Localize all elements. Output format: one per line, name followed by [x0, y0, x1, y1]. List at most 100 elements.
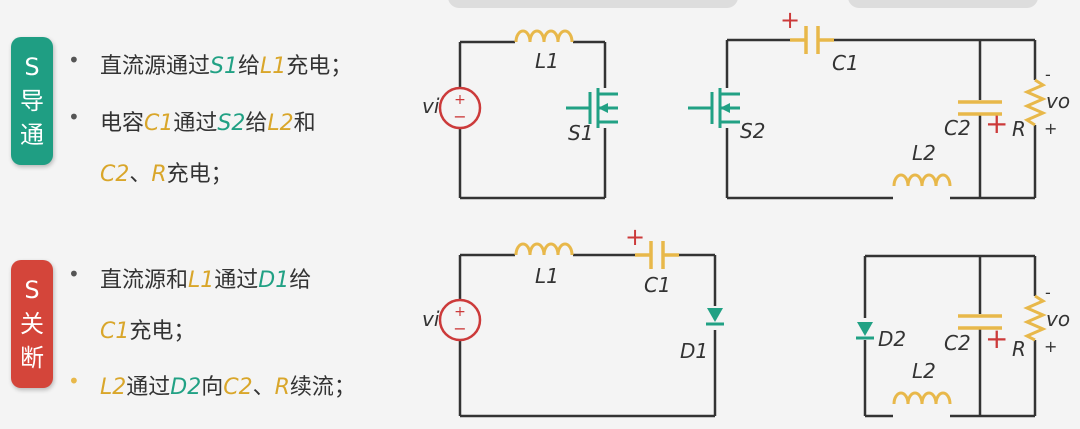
- c2-ref: C2: [223, 375, 253, 400]
- bullet-dot: •: [68, 262, 80, 286]
- text: 、: [252, 375, 275, 400]
- inductor-l1-icon: [514, 29, 574, 44]
- diode-d1-icon: [706, 308, 724, 326]
- resistor-r-icon: [1023, 294, 1047, 342]
- capacitor-c2-icon: [958, 314, 1002, 330]
- text: 充电；: [286, 54, 353, 79]
- tab-on-line3: 通: [20, 121, 44, 149]
- vo-minus: -: [1045, 283, 1051, 302]
- c2-plus: +: [985, 107, 1008, 140]
- label-d2: D2: [878, 327, 906, 351]
- c2-ref: C2: [100, 162, 130, 187]
- svg-text:−: −: [453, 319, 466, 338]
- label-l1: L1: [535, 264, 559, 288]
- label-vo: vo: [1046, 307, 1070, 331]
- mosfet-s1-icon: [566, 88, 618, 128]
- capacitor-c1-icon: [790, 26, 834, 54]
- off-bullet-2: • L2通过D2向C2、R续流；: [68, 369, 356, 401]
- label-c2: C2: [944, 331, 971, 355]
- text: 续流；: [289, 375, 356, 400]
- tab-on-line1: S: [24, 53, 40, 81]
- text: 通过: [126, 375, 171, 400]
- bullet-dot: •: [68, 48, 80, 72]
- d1-ref: D1: [258, 268, 290, 293]
- c1-ref: C1: [144, 111, 174, 136]
- label-c1: C1: [832, 51, 859, 75]
- s1-ref: S1: [210, 54, 238, 79]
- inductor-l1-icon: [514, 242, 574, 257]
- text: 电容: [100, 111, 145, 136]
- tab-off-line1: S: [24, 276, 40, 304]
- on-bullet-2-cont: C2、R充电；: [100, 156, 233, 188]
- s2-ref: S2: [217, 111, 246, 136]
- c1-plus: +: [625, 223, 645, 251]
- label-vo: vo: [1046, 89, 1070, 113]
- switch-on-tab: S 导 通: [11, 37, 53, 165]
- circuit-off-output: [863, 254, 1037, 418]
- text: 和: [293, 111, 316, 136]
- text: 直流源通过: [100, 54, 211, 79]
- bullet-dot: •: [68, 369, 80, 393]
- mosfet-s2-icon: [688, 88, 740, 128]
- top-scroll-indicator-right: [848, 0, 1038, 8]
- svg-text:+: +: [454, 92, 466, 108]
- svg-text:+: +: [454, 304, 466, 320]
- svg-text:−: −: [453, 107, 466, 126]
- resistor-r-icon: [1023, 78, 1047, 127]
- label-vi: vi: [422, 307, 440, 331]
- tab-on-line2: 导: [20, 87, 44, 115]
- label-c1: C1: [644, 273, 671, 297]
- top-scroll-indicator-left: [448, 0, 738, 8]
- label-r: R: [1012, 117, 1026, 141]
- label-vi: vi: [422, 94, 440, 118]
- d2-ref: D2: [170, 375, 202, 400]
- text: 充电；: [166, 162, 233, 187]
- text: 充电；: [129, 319, 196, 344]
- label-c2: C2: [944, 116, 971, 140]
- voltage-source-icon: + −: [438, 86, 482, 130]
- text: 给: [237, 54, 260, 79]
- on-bullet-1: • 直流源通过S1给L1充电；: [68, 48, 352, 80]
- l2-ref: L2: [267, 111, 294, 136]
- off-description: • 直流源和L1通过D1给 C1充电； • L2通过D2向C2、R续流；: [68, 262, 408, 412]
- vo-minus: -: [1045, 65, 1051, 84]
- text: 给: [289, 268, 312, 293]
- on-description: • 直流源通过S1给L1充电； • 电容C1通过S2给L2和 C2、R充电；: [68, 48, 408, 188]
- off-bullet-1: • 直流源和L1通过D1给: [68, 262, 311, 294]
- capacitor-c1-icon: [635, 241, 679, 269]
- label-l1: L1: [535, 49, 559, 73]
- l2-ref: L2: [100, 375, 127, 400]
- bullet-dot: •: [68, 105, 80, 129]
- diode-d2-icon: [856, 322, 874, 340]
- text: 直流源和: [100, 268, 189, 293]
- inductor-l2-icon: [892, 391, 952, 406]
- l1-ref: L1: [188, 268, 215, 293]
- circuit-on-output: [725, 38, 1037, 200]
- label-l2: L2: [912, 141, 936, 165]
- text: 给: [245, 111, 268, 136]
- off-bullet-1-cont: C1充电；: [100, 313, 195, 345]
- l1-ref: L1: [260, 54, 287, 79]
- vo-plus: +: [1044, 119, 1057, 138]
- on-bullet-2: • 电容C1通过S2给L2和: [68, 105, 316, 137]
- tab-off-line2: 关: [20, 310, 44, 338]
- r-ref: R: [151, 162, 167, 187]
- c1-ref: C1: [100, 319, 130, 344]
- inductor-l2-icon: [892, 173, 952, 188]
- label-l2: L2: [912, 359, 936, 383]
- switch-off-tab: S 关 断: [11, 260, 53, 388]
- vo-plus: +: [1044, 337, 1057, 356]
- label-s2: S2: [740, 119, 765, 143]
- tab-off-line3: 断: [20, 344, 44, 372]
- c1-plus: +: [780, 6, 800, 34]
- r-ref: R: [274, 375, 290, 400]
- voltage-source-icon: + −: [438, 298, 482, 342]
- text: 通过: [173, 111, 218, 136]
- label-s1: S1: [568, 121, 593, 145]
- circuit-on-input: [458, 40, 607, 200]
- text: 、: [129, 162, 152, 187]
- label-r: R: [1012, 337, 1026, 361]
- circuit-off-input: [458, 253, 717, 418]
- text: 向: [201, 375, 224, 400]
